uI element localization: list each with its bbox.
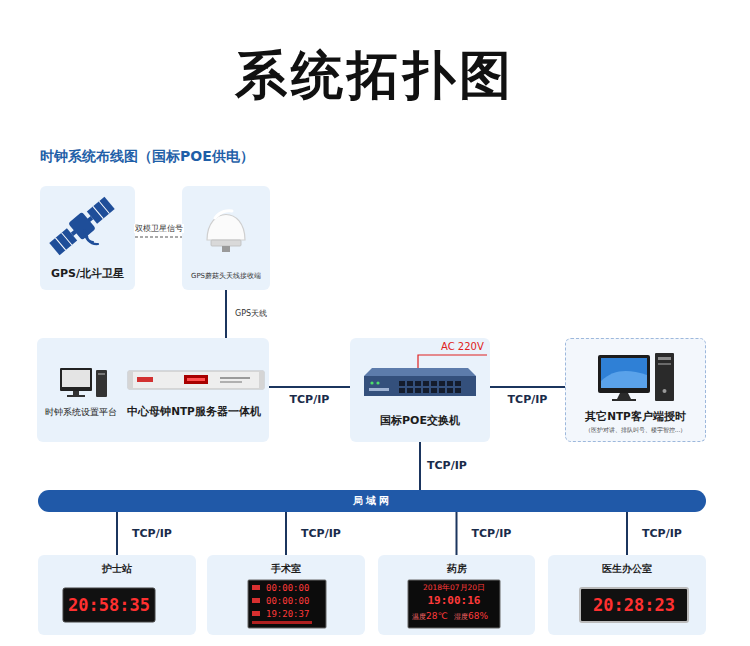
network-band: 局域网	[38, 490, 706, 512]
node-label: 护士站	[102, 563, 132, 575]
clock-value: 28℃	[426, 610, 448, 622]
clock-face	[248, 580, 326, 628]
edge-label: 双模卫星信号	[134, 224, 184, 233]
clock-face	[408, 580, 500, 628]
antenna-dome	[207, 211, 245, 252]
connector	[116, 512, 118, 555]
monitor-icon	[60, 368, 107, 397]
node-label: 国标POE交换机	[380, 414, 460, 428]
clock-face	[63, 588, 155, 622]
node-label: 其它NTP客户端授时	[585, 410, 686, 423]
edge-label: GPS天线	[234, 309, 268, 319]
rack-server-icon	[128, 371, 264, 389]
edge-label: TCP/IP	[426, 459, 468, 473]
clock-date: 2018年07月20日	[408, 582, 500, 593]
section-heading: 时钟系统布线图（国标POE供电）	[40, 148, 254, 166]
connector	[225, 290, 227, 338]
connector	[490, 386, 565, 388]
edge-label: TCP/IP	[471, 527, 513, 541]
switch-body	[364, 368, 476, 396]
clock-face	[580, 588, 688, 622]
clock-digits: 00:00:00	[266, 595, 309, 607]
clock-caption: 湿度	[454, 613, 468, 622]
connector	[135, 237, 182, 238]
device-box: GPS/北斗卫星	[40, 186, 135, 290]
edge-label: TCP/IP	[289, 393, 331, 407]
device-box: 时钟系统设置平台中心母钟NTP服务器一体机	[37, 338, 269, 442]
server-icons	[38, 338, 268, 442]
connector	[285, 512, 287, 555]
power-leader-line	[418, 355, 487, 368]
clock-value: 68%	[468, 610, 488, 622]
clock-caption: 温度	[412, 613, 426, 622]
satellite-body	[47, 194, 116, 257]
edge-label: TCP/IP	[641, 527, 683, 541]
node-label: GPS/北斗卫星	[51, 267, 124, 281]
device-box: 国标POE交换机	[350, 338, 490, 442]
node-label: 时钟系统设置平台	[45, 407, 117, 418]
connector	[626, 512, 628, 555]
node-sublabel: （医护对讲、排队叫号、楼宇智控...）	[585, 426, 687, 434]
node-label: 药房	[447, 563, 467, 575]
node-label: GPS蘑菇头天线接收端	[191, 272, 261, 281]
power-label: AC 220V	[441, 341, 484, 354]
pc-tower	[655, 353, 674, 401]
edge-label: TCP/IP	[507, 393, 549, 407]
node-label: 局域网	[353, 495, 392, 508]
clock-digits: 20:58:35	[63, 590, 155, 620]
connector	[419, 442, 421, 490]
device-box: 手术室	[207, 555, 365, 635]
page-title: 系统拓扑图	[0, 40, 750, 110]
device-box: 其它NTP客户端授时 （医护对讲、排队叫号、楼宇智控...）	[565, 338, 706, 442]
device-box: GPS蘑菇头天线接收端	[182, 186, 270, 290]
connector	[456, 512, 458, 555]
clock-digits: 00:00:00	[266, 582, 309, 594]
clock-digits: 19:20:37	[266, 608, 309, 620]
connector	[269, 386, 350, 388]
pc-monitor	[598, 355, 650, 401]
edge-label: TCP/IP	[131, 527, 173, 541]
edge-label: TCP/IP	[300, 527, 342, 541]
node-label: 手术室	[271, 563, 301, 575]
signal-arcs	[85, 230, 98, 244]
node-label: 医生办公室	[602, 563, 652, 575]
node-sublabel: 中心母钟NTP服务器一体机	[127, 405, 261, 418]
clock-digits: 20:28:23	[580, 590, 688, 620]
clock-digits: 19:00:16	[408, 594, 500, 608]
